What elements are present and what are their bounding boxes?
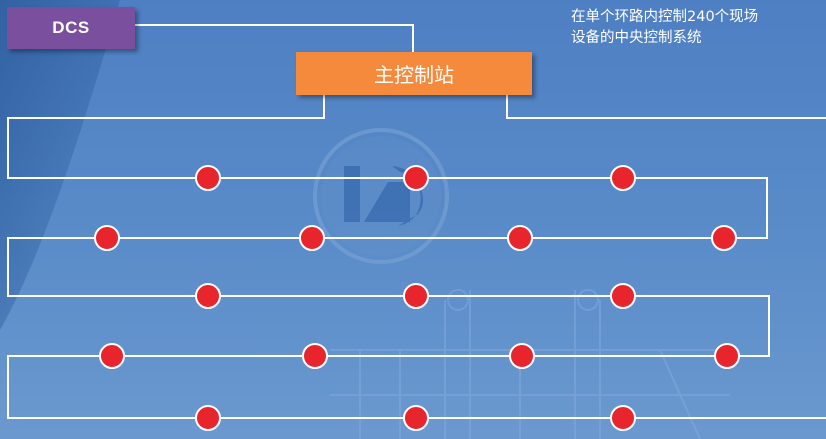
field-device-node-7 [711, 225, 737, 251]
field-device-node-1 [195, 165, 221, 191]
background-shade [0, 0, 120, 330]
field-device-node-13 [509, 343, 535, 369]
description-text: 在单个环路内控制240个现场 设备的中央控制系统 [571, 7, 826, 49]
field-device-node-16 [403, 405, 429, 431]
field-device-node-11 [99, 343, 125, 369]
description-line-2: 设备的中央控制系统 [571, 30, 702, 46]
right-connector [506, 95, 826, 119]
dcs-badge: DCS [7, 7, 135, 49]
field-device-node-3 [610, 165, 636, 191]
network-lines [7, 24, 826, 419]
field-device-node-10 [610, 283, 636, 309]
description-line-1: 在单个环路内控制240个现场 [571, 9, 759, 25]
field-device-node-12 [302, 343, 328, 369]
dcs-connector [135, 24, 414, 52]
main-control-station: 主控制站 [296, 52, 532, 95]
field-device-node-9 [403, 283, 429, 309]
field-device-node-8 [195, 283, 221, 309]
field-device-node-6 [507, 225, 533, 251]
field-device-node-15 [195, 405, 221, 431]
field-device-node-5 [299, 225, 325, 251]
field-device-node-2 [403, 165, 429, 191]
field-device-node-17 [610, 405, 636, 431]
serpentine-loop [7, 95, 826, 419]
field-device-nodes [94, 165, 740, 431]
field-device-node-4 [94, 225, 120, 251]
company-logo-icon [313, 128, 449, 264]
field-device-node-14 [714, 343, 740, 369]
